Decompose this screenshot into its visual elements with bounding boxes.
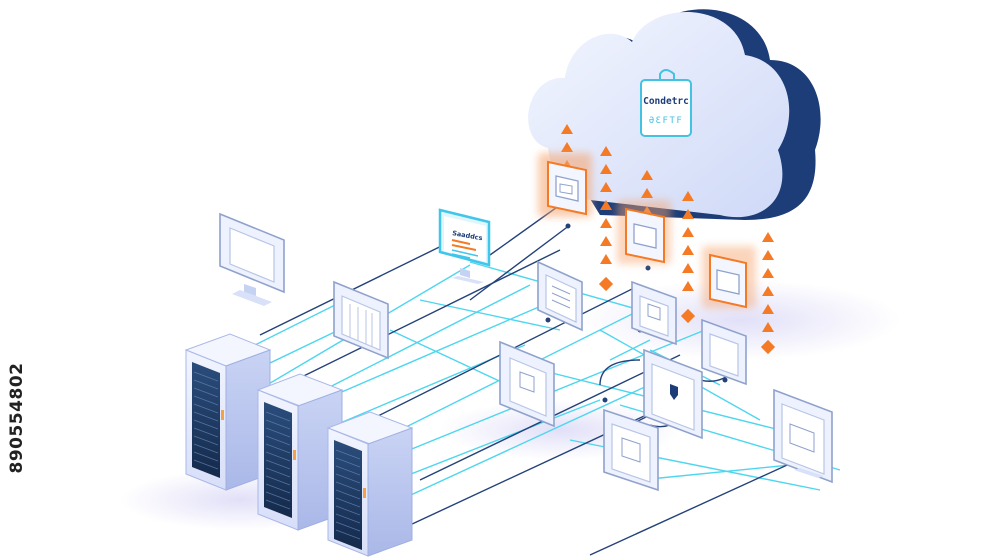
monitors <box>219 212 833 492</box>
monitor-icon <box>219 212 285 306</box>
cloud-lock-tag: Condetrc ƏƐFTF <box>640 69 692 137</box>
monitor-icon <box>773 388 833 484</box>
monitor-icon <box>499 340 555 428</box>
monitor-icon <box>701 318 747 386</box>
cloud-tag-title: Condetrc <box>643 96 689 107</box>
cloud-tag-subtitle: ƏƐFTF <box>649 116 684 126</box>
monitor-icon <box>631 280 677 346</box>
arrow-column-2 <box>598 146 614 292</box>
dark-links <box>259 204 821 556</box>
server-icon <box>184 333 272 491</box>
arrow-column-4 <box>680 191 696 324</box>
server-icon <box>326 411 414 557</box>
monitor-icon <box>643 348 703 440</box>
stock-id-label: 890554802 <box>6 318 28 518</box>
stock-id-text: 890554802 <box>7 362 27 474</box>
highlighted-monitors <box>538 153 756 309</box>
servers <box>184 333 414 557</box>
arrow-column-5 <box>760 232 776 355</box>
monitor-icon <box>537 260 583 332</box>
monitor-icon <box>603 408 659 492</box>
monitor-icon <box>702 246 756 309</box>
monitor-icon <box>333 280 389 360</box>
monitor-icon <box>617 200 671 264</box>
dashboard-icon: Saaddcs <box>438 208 491 284</box>
monitor-icon <box>538 153 592 217</box>
